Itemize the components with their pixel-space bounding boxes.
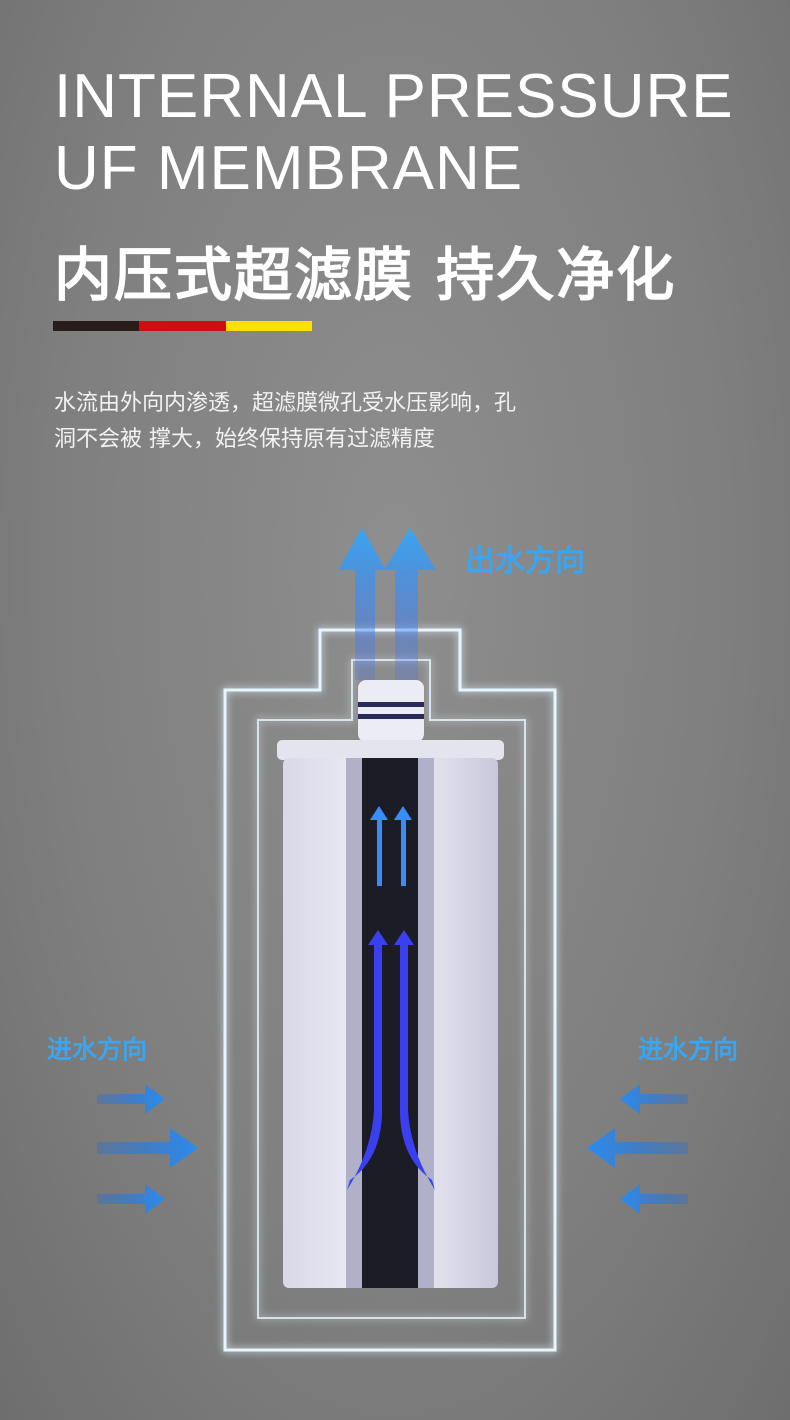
english-heading-line-1: INTERNAL PRESSURE (54, 62, 734, 131)
inlet-direction-label-right: 进水方向 (638, 1035, 739, 1064)
chinese-heading: 内压式超滤膜 持久净化 (54, 241, 677, 309)
outlet-direction-label: 出水方向 (465, 544, 585, 579)
inlet-arrows-left-icon (97, 1084, 198, 1214)
english-heading-line-2: UF MEMBRANE (54, 134, 524, 203)
filter-cartridge-icon (277, 680, 504, 1288)
flow-outline (223, 628, 557, 1352)
inlet-direction-label-left: 进水方向 (47, 1035, 148, 1064)
tricolor-bar (53, 321, 312, 331)
description-text: 水流由外向内渗透，超滤膜微孔受水压影响，孔洞不会被 撑大，始终保持原有过滤精度 (54, 391, 517, 452)
outlet-arrows-icon (338, 528, 436, 680)
inlet-arrows-right-icon (587, 1084, 688, 1214)
